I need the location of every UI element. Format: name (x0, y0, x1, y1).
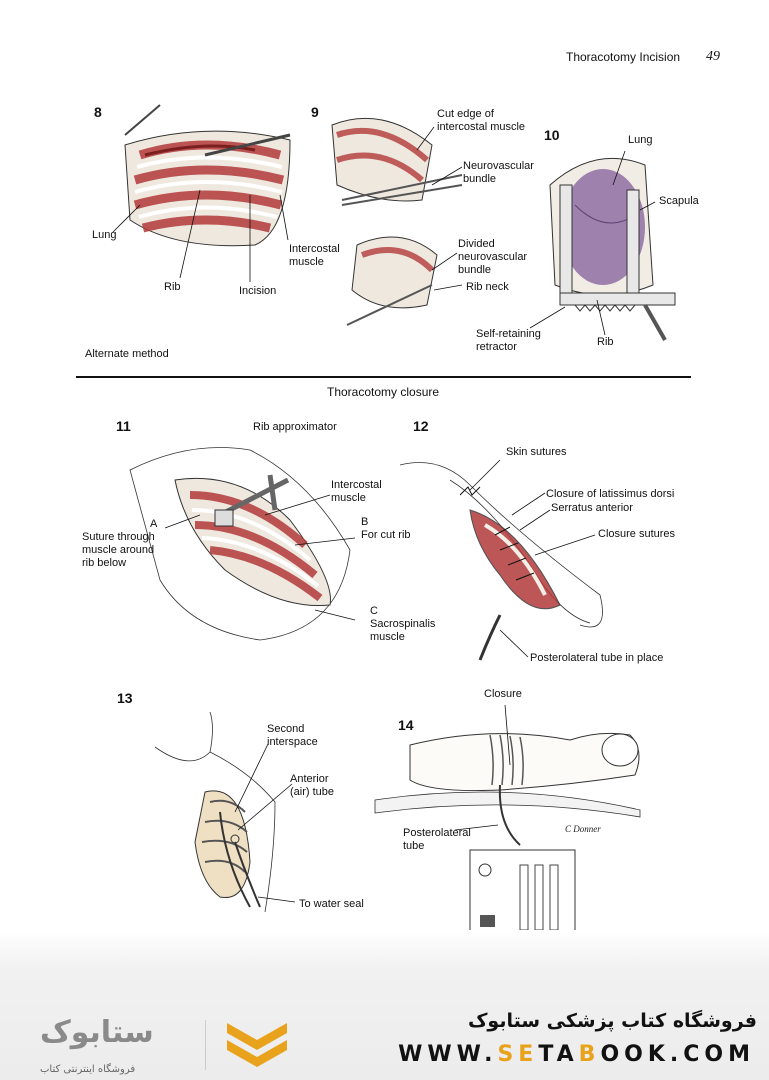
fig11-label-rib-approximator: Rib approximator (253, 421, 337, 433)
fig12-label-skin-sutures: Skin sutures (506, 446, 567, 458)
brand-tagline: فروشگاه اینترنتی کتاب (40, 1064, 136, 1075)
fig8-label-incision: Incision (239, 285, 277, 297)
seta-chevron-logo-icon (227, 1023, 287, 1067)
fig11-label-for-cut-rib: For cut rib (361, 529, 411, 541)
fig12-label-closure-sutures: Closure sutures (598, 528, 676, 540)
store-url: WWW.SETABOOK.COM (398, 1042, 755, 1067)
fig11-label-b: B (361, 516, 369, 528)
fig12-label-posterolateral: Posterolateral tube in place (530, 652, 664, 664)
fig11-label-sacrospinalis: Sacrospinalis muscle (370, 618, 436, 643)
footer-logo-divider (205, 1020, 206, 1070)
fig13-label-second-interspace: Second interspace (267, 723, 318, 748)
section-divider (76, 376, 691, 378)
fig8-label-lung: Lung (92, 229, 117, 241)
figure-11-number: 11 (116, 418, 131, 434)
figure-8-number: 8 (94, 104, 102, 120)
figure-11-illustration (129, 447, 356, 641)
figure-14-illustration: C Donner (374, 704, 641, 936)
figure-13-illustration (154, 711, 296, 913)
figure-9-illustration (331, 117, 463, 326)
fig8-caption: Alternate method (85, 348, 169, 360)
figure-13-number: 13 (117, 690, 133, 706)
figure-9-number: 9 (311, 104, 319, 120)
fig9-label-cut-edge: Cut edge of intercostal muscle (437, 108, 526, 133)
fig10-label-retractor: Self-retaining retractor (476, 328, 541, 353)
fig8-label-intercostal: Intercostal muscle (289, 243, 340, 268)
running-header-title: Thoracotomy Incision (566, 50, 681, 64)
fig10-label-rib: Rib (597, 336, 614, 348)
fig13-label-anterior-tube: Anterior (air) tube (290, 773, 335, 798)
url-part-5: OOK.COM (600, 1042, 755, 1067)
fig14-artist-signature: C Donner (565, 824, 601, 834)
fig10-label-scapula: Scapula (659, 195, 699, 207)
figure-14-number: 14 (398, 717, 414, 733)
fig9-label-divided: Divided neurovascular bundle (458, 238, 528, 276)
page-number: 49 (706, 49, 720, 64)
fig8-label-rib: Rib (164, 281, 181, 293)
store-name-persian: فروشگاه کتاب پزشکی ستابوک (467, 1010, 757, 1032)
fig10-label-lung: Lung (628, 134, 653, 146)
fig11-label-suture: Suture through muscle around rib below (82, 531, 155, 569)
fig14-label-posterolateral: Posterolateral tube (403, 827, 471, 852)
url-part-4: B (578, 1042, 601, 1067)
fig13-label-water-seal: To water seal (299, 898, 364, 910)
brand-logo-text: ستابوک (40, 1015, 154, 1050)
store-footer-banner (0, 930, 769, 1080)
figure-12-illustration (399, 459, 603, 661)
fig12-label-serratus: Serratus anterior (551, 502, 633, 514)
section-title: Thoracotomy closure (327, 385, 440, 399)
figure-10-illustration (529, 150, 676, 341)
figure-10-number: 10 (544, 127, 560, 143)
figure-12-number: 12 (413, 418, 429, 434)
fig11-label-c: C (370, 605, 378, 617)
fig14-label-closure: Closure (484, 688, 522, 700)
fig11-label-a: A (150, 518, 158, 530)
fig12-label-latissimus: Closure of latissimus dorsi (546, 488, 675, 500)
fig9-label-rib-neck: Rib neck (466, 281, 509, 293)
url-part-1: WWW. (398, 1042, 498, 1067)
figure-8-illustration (112, 104, 291, 282)
fig11-label-intercostal: Intercostal muscle (331, 479, 382, 504)
url-part-3: TA (538, 1042, 579, 1067)
fig9-label-neurovascular: Neurovascular bundle (463, 160, 534, 185)
url-part-2: SE (497, 1042, 539, 1067)
